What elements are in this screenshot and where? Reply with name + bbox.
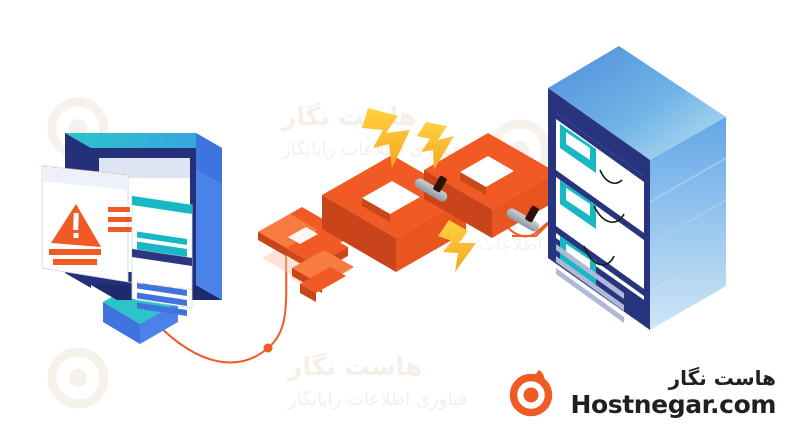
server-bay-1 (556, 113, 644, 240)
warning-triangle-icon (49, 204, 101, 265)
digit-5 (258, 207, 354, 302)
window-teal (131, 195, 193, 265)
brand-text: هاست نگار Hostnegar.com (570, 368, 776, 417)
window-blue (131, 248, 193, 316)
plug-connectors (414, 175, 540, 232)
spark-large (362, 108, 410, 168)
rack-side-lines (649, 157, 727, 289)
spark-mid (417, 122, 454, 170)
brand-lockup[interactable]: هاست نگار Hostnegar.com (506, 366, 776, 418)
brand-name-en: Hostnegar.com (570, 389, 776, 419)
monitor-guides (41, 165, 197, 291)
server-bay-2 (556, 180, 644, 296)
plug-upper (414, 175, 448, 202)
rack-vents (556, 244, 624, 323)
watermark-fa-line1: هاست نگار (286, 352, 422, 381)
watermark-ring-icon (47, 347, 109, 409)
link-server-tail (512, 219, 553, 237)
server-rack (548, 46, 727, 330)
watermark-fa-line2: فناوری اطلاعات رایانگار (287, 388, 467, 410)
error-dialog (41, 165, 138, 283)
brand-name-fa: هاست نگار (668, 365, 776, 390)
plug-lower (506, 205, 540, 232)
digit-0-middle (322, 155, 466, 272)
spark-low (438, 220, 476, 272)
dialog-text-lines (108, 207, 138, 232)
rack-cables (583, 169, 625, 266)
desktop-monitor (41, 133, 222, 344)
spark-layer (362, 108, 476, 272)
watermark-fa-line2: فناوری اطلاعات رایانگار (281, 138, 461, 160)
error-code-500 (258, 108, 556, 302)
hostnegar-ring-icon (510, 370, 553, 417)
watermark-bottom-left: هاست نگار فناوری اطلاعات رایانگار (47, 347, 467, 410)
link-node-dot (263, 343, 273, 353)
